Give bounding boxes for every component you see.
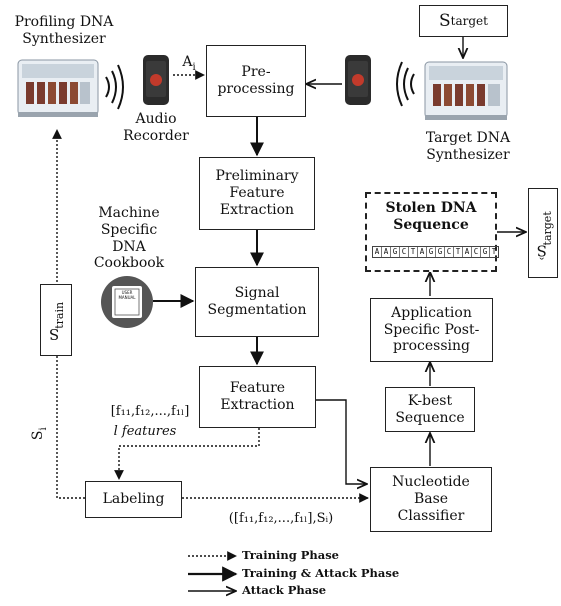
s-hat-target-box: Ŝtarget [528,188,558,278]
cookbook-icon [101,276,153,328]
k-best-sequence-box: K-best Sequence [385,387,475,432]
audio-recorder-label: Audio Recorder [123,111,189,144]
sequence-letter: G [481,247,490,257]
l-features-label: l features [113,424,177,439]
sequence-letter: G [391,247,400,257]
sequence-letter: G [436,247,445,257]
legend-training-label: Training Phase [242,548,339,562]
target-synthesizer-label: Target DNA Synthesizer [425,130,511,163]
s-train-box: Strain [40,284,72,356]
sequence-letter: T [491,247,497,256]
target-phone-icon [345,55,371,105]
sequence-letter: C [445,247,454,257]
sequence-letter: G [427,247,436,257]
feature-vector-label: [f₁₁,f₁₂,...,f₁ₗ] [110,404,190,419]
sequence-letter: T [454,247,463,257]
sound-waves-right-icon [396,61,415,107]
a-i-label: Ai [182,54,196,73]
legend-attack-label: Attack Phase [242,583,327,597]
labeling-box: Labeling [85,481,182,518]
classifier-input-label: ([f₁₁,f₁₂,...,f₁ₗ],Sᵢ) [228,511,334,526]
profiling-synthesizer-label: Profiling DNA Synthesizer [14,14,114,47]
sequence-letter: A [418,247,427,257]
signal-segmentation-box: Signal Segmentation [195,267,319,337]
cookbook-book-text: USER MANUAL [118,290,136,300]
sequence-letter: A [463,247,472,257]
target-synthesizer-icon [424,61,508,120]
feature-extraction-box: Feature Extraction [199,366,316,428]
sequence-letter: C [472,247,481,257]
cookbook-label: Machine Specific DNA Cookbook [93,205,165,272]
preliminary-feature-extraction-box: Preliminary Feature Extraction [199,157,315,230]
nucleotide-base-classifier-box: Nucleotide Base Classifier [370,467,492,532]
legend-training-attack-label: Training & Attack Phase [242,566,400,580]
stolen-dna-sequence-box: Stolen DNA Sequence [365,192,497,272]
sequence-letter: A [373,247,382,257]
sequence-letter: T [409,247,418,257]
post-processing-box: Application Specific Post- processing [370,298,493,362]
preprocessing-box: Pre- processing [206,45,306,117]
sound-waves-left-icon [105,64,124,110]
profiling-synthesizer-icon [17,59,99,117]
s-i-label: Si [30,427,50,441]
audio-recorder-phone-icon [143,55,169,105]
sequence-letter: A [382,247,391,257]
stolen-dna-title: Stolen DNA Sequence [385,200,477,233]
sequence-letter: C [400,247,409,257]
